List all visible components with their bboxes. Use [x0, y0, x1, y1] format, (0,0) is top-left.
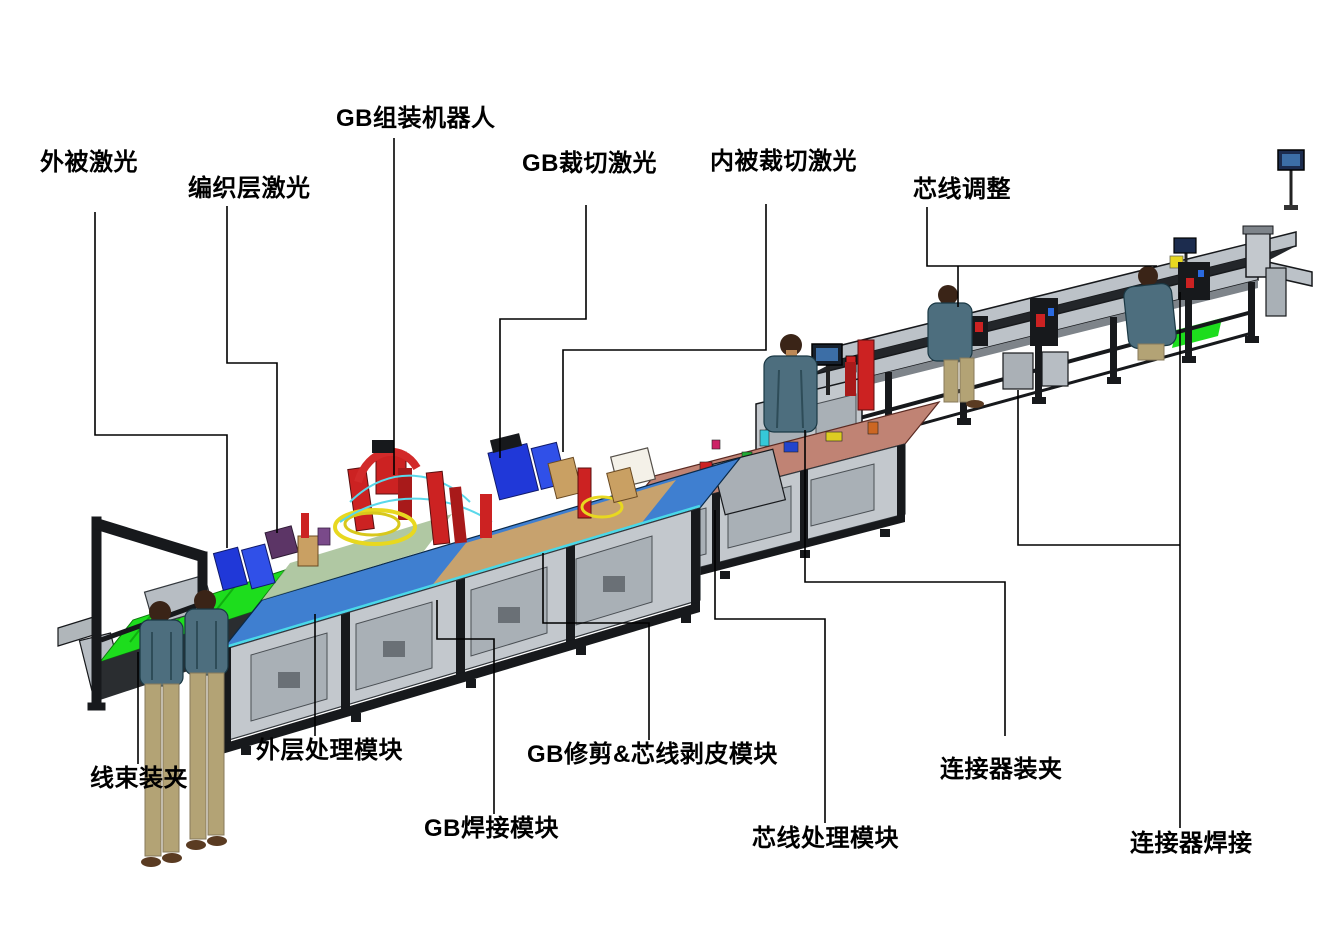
leader-line-braid-layer-laser — [226, 206, 278, 533]
core-wire-adjust-station — [1169, 237, 1210, 300]
line-end-platform — [1242, 225, 1313, 317]
front-bench-equipment — [212, 433, 638, 591]
worker-1 — [139, 601, 184, 867]
worker-5 — [1123, 266, 1177, 361]
leader-line-gb-trim-core-stripping-module — [542, 553, 650, 740]
leader-line-gb-welding-module — [436, 600, 495, 814]
leader-line-connector-clamping — [804, 430, 1006, 736]
leader-line-core-wire-processing-module — [714, 510, 826, 823]
gb-assembly-robot-machine — [333, 440, 493, 546]
leader-line-connector-welding — [1017, 390, 1180, 546]
connector-clamp-fixture — [1030, 298, 1058, 346]
leader-lines — [94, 138, 1181, 828]
purple-station-box — [264, 525, 299, 560]
rear-line-stations — [811, 237, 1210, 411]
leader-line-gb-cutting-laser — [499, 205, 587, 458]
worker-3 — [763, 334, 818, 433]
hmi-monitor-top-right — [1277, 149, 1305, 210]
workers-rear-line — [763, 266, 1177, 433]
worker-2 — [184, 590, 229, 850]
leader-line-core-wire-adjustment — [926, 207, 1157, 267]
leader-line-inner-jacket-cutting-laser — [562, 204, 767, 452]
leader-line-outer-jacket-laser — [94, 212, 228, 548]
worker-4 — [927, 285, 984, 408]
workers-front-line — [139, 590, 229, 867]
